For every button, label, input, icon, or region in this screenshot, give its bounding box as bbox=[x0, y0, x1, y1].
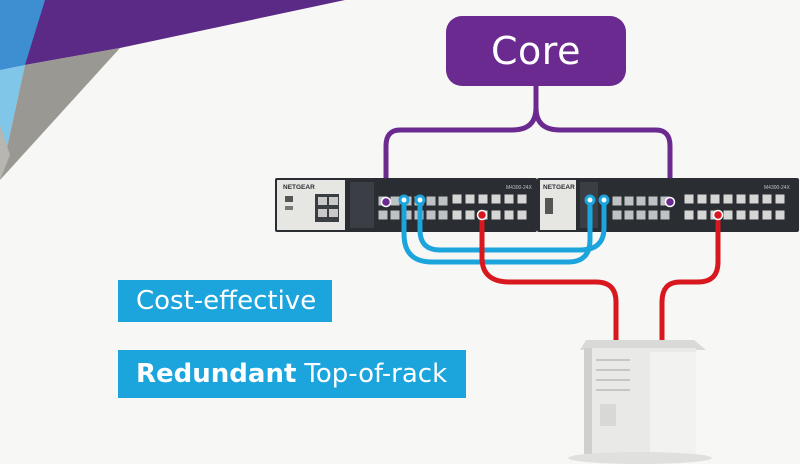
core-links bbox=[383, 83, 673, 205]
server-links bbox=[479, 213, 721, 345]
cost-effective-label: Cost-effective bbox=[118, 280, 332, 322]
top-of-rack-text: Top-of-rack bbox=[304, 359, 448, 389]
server-icon bbox=[568, 340, 712, 464]
switch-2-brand: NETGEAR bbox=[543, 184, 575, 191]
stacking-link-connectors bbox=[398, 194, 610, 206]
redundant-top-of-rack-label: Redundant Top-of-rack bbox=[118, 350, 466, 398]
switch-1-model: M4300-24X bbox=[506, 185, 533, 191]
corner-decoration bbox=[0, 0, 345, 180]
redundant-text: Redundant bbox=[136, 359, 297, 389]
cost-effective-text: Cost-effective bbox=[136, 286, 317, 316]
switch-2-model: M4300-24X bbox=[764, 185, 791, 191]
core-node: Core bbox=[446, 16, 626, 86]
core-label: Core bbox=[491, 29, 581, 73]
core-link-connectors bbox=[380, 196, 676, 208]
switch-1-brand: NETGEAR bbox=[283, 184, 315, 191]
server-link-connectors bbox=[476, 209, 724, 221]
stacking-links bbox=[401, 197, 607, 265]
